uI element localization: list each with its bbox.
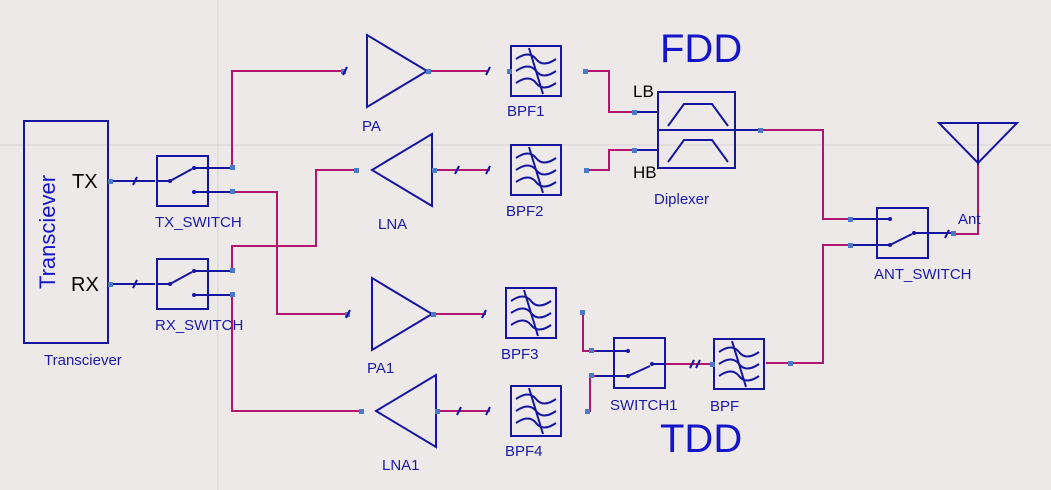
wire-antsw-to-antenna: [953, 165, 979, 235]
antenna-icon: Ant: [936, 122, 1020, 228]
diplexer-lb-label: LB: [633, 82, 654, 101]
wire-bpf2-to-diplexer-hb: [587, 149, 634, 171]
ant-switch-label: ANT_SWITCH: [874, 266, 972, 283]
transceiver-label: Transciever: [44, 352, 122, 369]
ant-label: Ant: [958, 211, 981, 228]
bpf3-filter: BPF3: [501, 287, 585, 363]
diplexer-label: Diplexer: [654, 191, 709, 208]
pa1-label: PA1: [367, 360, 394, 377]
rx-switch-label: RX_SWITCH: [155, 317, 243, 334]
transceiver-block: Transciever TX RX Transciever: [23, 120, 122, 369]
wire-bpf1-to-diplexer-lb: [587, 70, 634, 113]
bpf-filter: BPF: [710, 338, 793, 415]
switch1-label: SWITCH1: [610, 397, 678, 414]
tx-label: TX: [72, 171, 98, 193]
bpf2-filter: BPF2: [506, 144, 589, 220]
wire-rxsw-to-lna1: [231, 295, 361, 412]
rx-switch: RX_SWITCH: [155, 258, 243, 334]
bpf3-label: BPF3: [501, 346, 539, 363]
diplexer-hb-label: HB: [633, 163, 657, 182]
switch1-block: SWITCH1: [589, 337, 678, 414]
bpf-label: BPF: [710, 398, 739, 415]
tdd-title: TDD: [660, 417, 742, 461]
transceiver-vertical-label: Transciever: [35, 175, 60, 289]
bpf4-filter: BPF4: [505, 385, 590, 460]
wire-diplexer-to-antsw: [760, 129, 851, 220]
wire-lna-to-rxsw: [231, 169, 356, 270]
bpf1-label: BPF1: [507, 103, 545, 120]
fdd-title: FDD: [660, 27, 742, 71]
bpf4-label: BPF4: [505, 443, 543, 460]
tx-switch: TX_SWITCH: [155, 155, 242, 231]
lna-amplifier: LNA: [354, 132, 437, 233]
lna1-label: LNA1: [382, 457, 420, 474]
wire-bpf-to-antsw: [766, 244, 851, 364]
tx-switch-label: TX_SWITCH: [155, 214, 242, 231]
diplexer-block: LB HB Diplexer: [632, 82, 763, 208]
pa-label: PA: [362, 118, 381, 135]
lna-label: LNA: [378, 216, 407, 233]
wire-txsw-to-pa1: [232, 191, 347, 315]
rx-label: RX: [71, 274, 99, 296]
pa1-amplifier: PA1: [345, 276, 436, 377]
bpf1-filter: BPF1: [507, 45, 588, 120]
wire-bpf3-to-switch1: [582, 312, 595, 352]
wire-txsw-to-pa: [231, 70, 343, 167]
ant-switch-block: ANT_SWITCH: [848, 207, 972, 283]
wires: [108, 70, 979, 412]
wire-bpf4-to-switch1: [587, 375, 595, 412]
bpf2-label: BPF2: [506, 203, 544, 220]
lna1-amplifier: LNA1: [359, 373, 440, 474]
pa-amplifier: PA: [341, 33, 431, 135]
